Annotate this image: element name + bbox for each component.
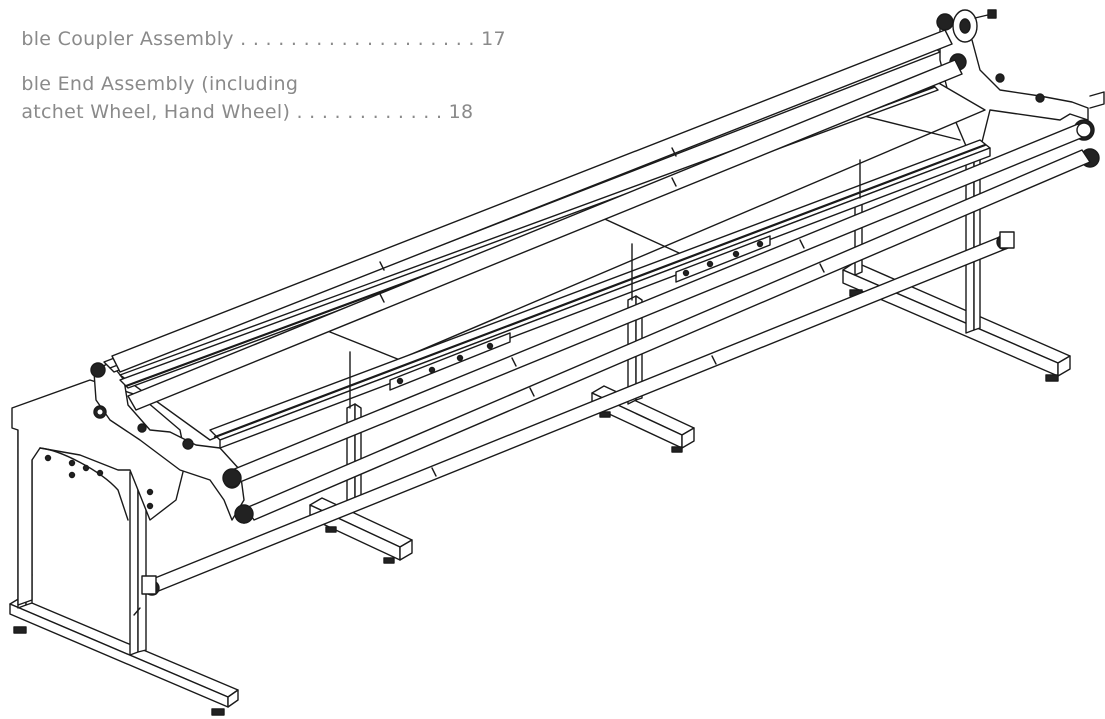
toc-entry-title: ble Coupler Assembly [21,28,234,50]
toc-entry-end-assembly-cont[interactable]: atchet Wheel, Hand Wheel) . . . . . . . … [0,79,473,145]
upper-roller-2 [127,59,963,411]
toc-entry-title: ble End Assembly (including [21,73,299,95]
right-foot [842,261,1071,382]
roller-end-caps [141,122,1092,596]
table-support-struts [349,159,861,409]
toc-entry-leader: . . . . . . . . . . . . [290,101,449,123]
toc-entry-end-assembly[interactable]: ble End Assembly (including [0,51,298,117]
toc-entry-page: 17 [481,28,506,50]
upper-roller-1 [111,29,953,373]
toc-entry-coupler[interactable]: ble Coupler Assembly . . . . . . . . . .… [0,6,506,72]
front-rail [209,139,991,449]
toc-entry-leader: . . . . . . . . . . . . . . . . . . . [233,28,482,50]
left-foot [9,597,239,716]
toc-entry-title: atchet Wheel, Hand Wheel) [21,101,291,123]
hand-wheel [952,9,997,43]
toc-entry-page: 18 [448,101,474,123]
